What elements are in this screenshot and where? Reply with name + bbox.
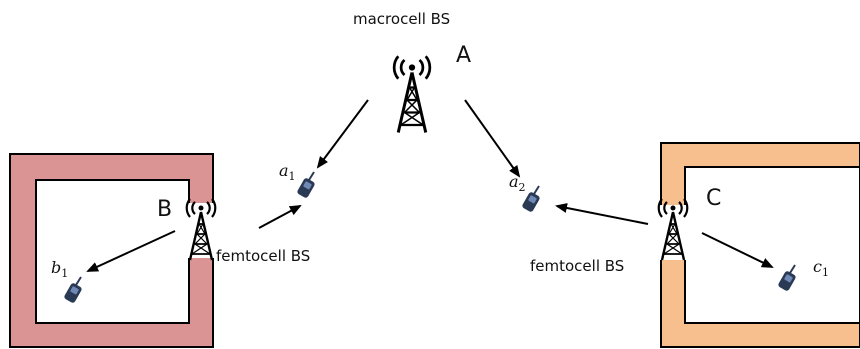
user-b1-phone-icon [62,276,84,305]
user-c1-phone-icon [776,264,798,293]
link-a-to-a1 [316,99,369,169]
femtocell-b-label: femtocell BS [216,247,310,265]
user-a1-phone-icon [295,171,317,200]
user-b1-label: b1 [51,258,68,280]
bs-c-label: C [706,186,721,211]
bs-a-label: A [456,43,471,68]
macrocell-label: macrocell BS [353,10,450,28]
link-c-to-c1 [701,232,774,268]
link-b-to-b1 [86,230,176,272]
link-c-to-a2 [555,203,649,225]
user-a1-label: a1 [279,161,296,183]
link-b-to-a1 [258,205,302,229]
building-c [660,142,860,348]
user-c1-label: c1 [813,257,829,279]
user-a2-label: a2 [509,172,526,194]
macrocell-tower-icon [392,54,432,134]
link-a-to-a2 [464,99,521,178]
bs-b-label: B [157,197,172,222]
building-b [9,153,214,348]
femtocell-c-label: femtocell BS [530,257,624,275]
